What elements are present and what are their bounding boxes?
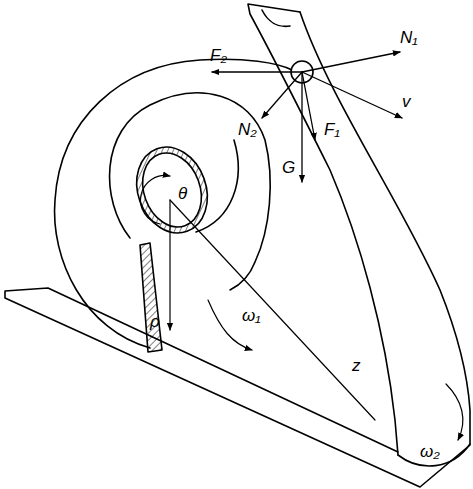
shaft-section — [125, 137, 219, 243]
rotation-arrows — [208, 300, 463, 440]
force-vectors — [212, 52, 402, 182]
wall-flange — [262, 10, 290, 26]
side-wall-edge — [300, 12, 470, 444]
force-label: F₁ — [322, 120, 342, 139]
spiral-inner — [110, 93, 271, 290]
flight-section — [140, 243, 162, 352]
base-plate — [5, 288, 470, 487]
force-label: N₁ — [398, 28, 420, 47]
axis-label: ρ — [148, 312, 162, 331]
rotation-label: ω₂ — [418, 442, 442, 461]
force-label: F₂ — [208, 46, 229, 65]
angle-label: θ — [176, 184, 189, 203]
rotation-label: ω₁ — [240, 306, 263, 325]
force-label: v — [400, 92, 413, 111]
axis-label: z — [350, 356, 363, 375]
force-label: N₂ — [236, 120, 259, 139]
force-label: G — [280, 158, 297, 177]
axes — [140, 175, 375, 420]
